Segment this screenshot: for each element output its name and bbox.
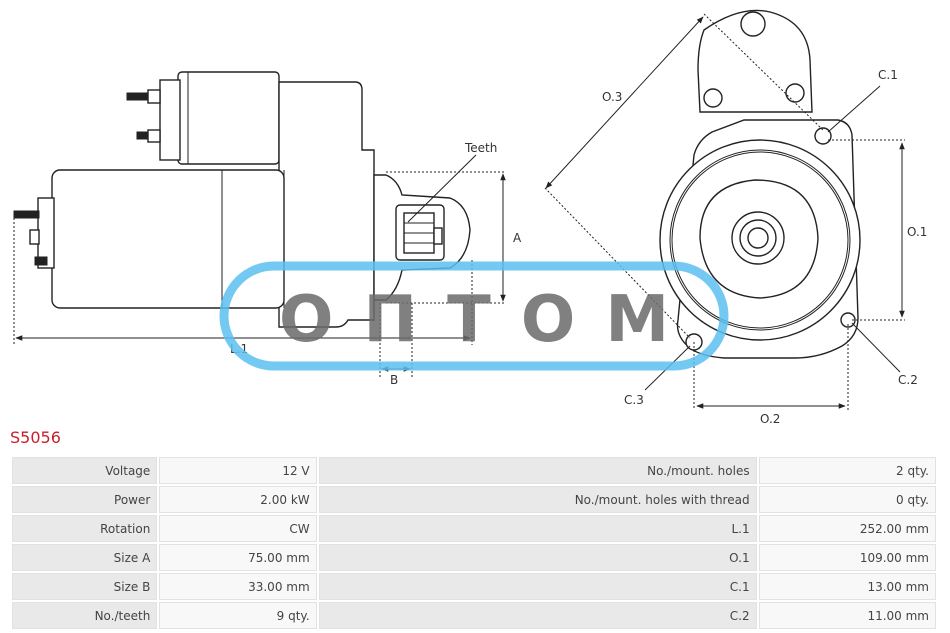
spec-value: 11.00 mm bbox=[758, 602, 936, 629]
spec-value: 0 qty. bbox=[758, 486, 936, 513]
spec-value: 252.00 mm bbox=[758, 515, 936, 542]
label-teeth: Teeth bbox=[464, 141, 497, 155]
front-view bbox=[544, 9, 905, 410]
label-o2: O.2 bbox=[760, 412, 780, 425]
label-c3: C.3 bbox=[624, 393, 644, 407]
spec-label: C.2 bbox=[318, 602, 757, 629]
spec-label: C.1 bbox=[318, 573, 757, 600]
spec-label: No./teeth bbox=[12, 602, 158, 629]
starter-motor-diagram: Teeth A B L.1 O.1 O.2 O.3 C.1 C.2 C.3 ОП… bbox=[13, 9, 927, 425]
spec-value: CW bbox=[159, 515, 317, 542]
spec-label: Power bbox=[12, 486, 158, 513]
spec-label: Rotation bbox=[12, 515, 158, 542]
label-c1: C.1 bbox=[878, 68, 898, 82]
spec-value: 12 V bbox=[159, 457, 317, 484]
label-c2: C.2 bbox=[898, 373, 918, 387]
spec-value: 2 qty. bbox=[758, 457, 936, 484]
spec-label: L.1 bbox=[318, 515, 757, 542]
spec-label: No./mount. holes with thread bbox=[318, 486, 757, 513]
spec-label: No./mount. holes bbox=[318, 457, 757, 484]
spec-label: Voltage bbox=[12, 457, 158, 484]
spec-value: 13.00 mm bbox=[758, 573, 936, 600]
spec-value: 9 qty. bbox=[159, 602, 317, 629]
spec-value: 75.00 mm bbox=[159, 544, 317, 571]
spec-label: Size A bbox=[12, 544, 158, 571]
spec-value: 2.00 kW bbox=[159, 486, 317, 513]
side-view bbox=[13, 71, 506, 378]
spec-value: 33.00 mm bbox=[159, 573, 317, 600]
label-a: A bbox=[513, 231, 522, 245]
label-o3: O.3 bbox=[602, 90, 622, 104]
spec-value: 109.00 mm bbox=[758, 544, 936, 571]
spec-label: Size B bbox=[12, 573, 158, 600]
label-o1: O.1 bbox=[907, 225, 927, 239]
label-b: B bbox=[390, 373, 398, 387]
watermark-ring bbox=[219, 261, 729, 371]
product-code: S5056 bbox=[10, 428, 61, 447]
spec-label: O.1 bbox=[318, 544, 757, 571]
